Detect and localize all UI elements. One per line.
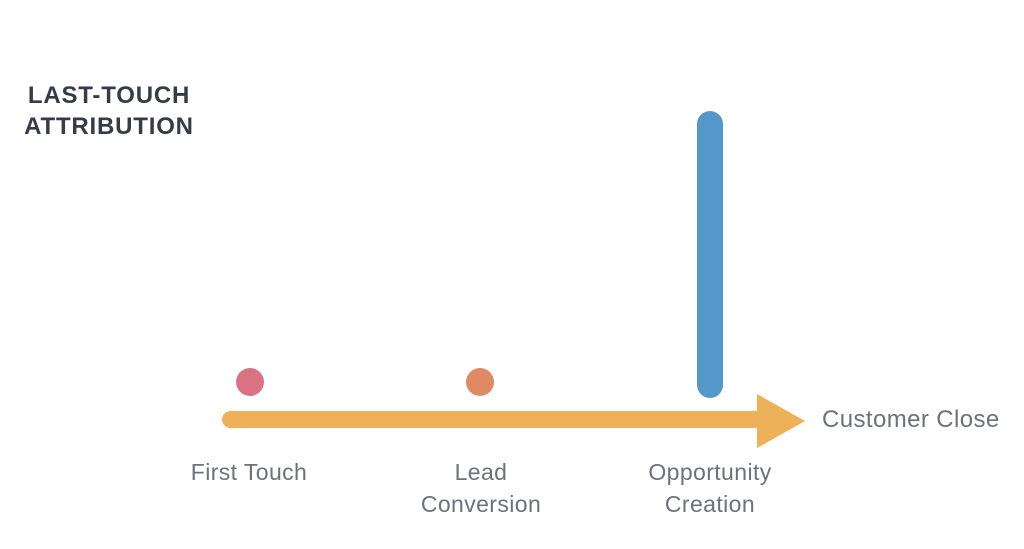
diagram-title-line2: ATTRIBUTION — [24, 113, 194, 140]
stage-label-lead-conversion: Lead Conversion — [420, 459, 542, 517]
diagram-title: LAST-TOUCH ATTRIBUTION — [18, 80, 200, 142]
stage-label-customer-close: Customer Close — [822, 406, 1000, 433]
stage-label-first-touch: First Touch — [190, 459, 308, 485]
timeline-arrowhead-icon — [757, 394, 805, 448]
diagram-title-line1: LAST-TOUCH — [27, 82, 191, 109]
lead-conversion-dot — [466, 368, 494, 396]
first-touch-dot — [236, 368, 264, 396]
opportunity-creation-bar — [697, 111, 723, 398]
stage-label-opportunity-creation: Opportunity Creation — [648, 459, 772, 517]
timeline-arrow-shaft — [222, 411, 767, 428]
